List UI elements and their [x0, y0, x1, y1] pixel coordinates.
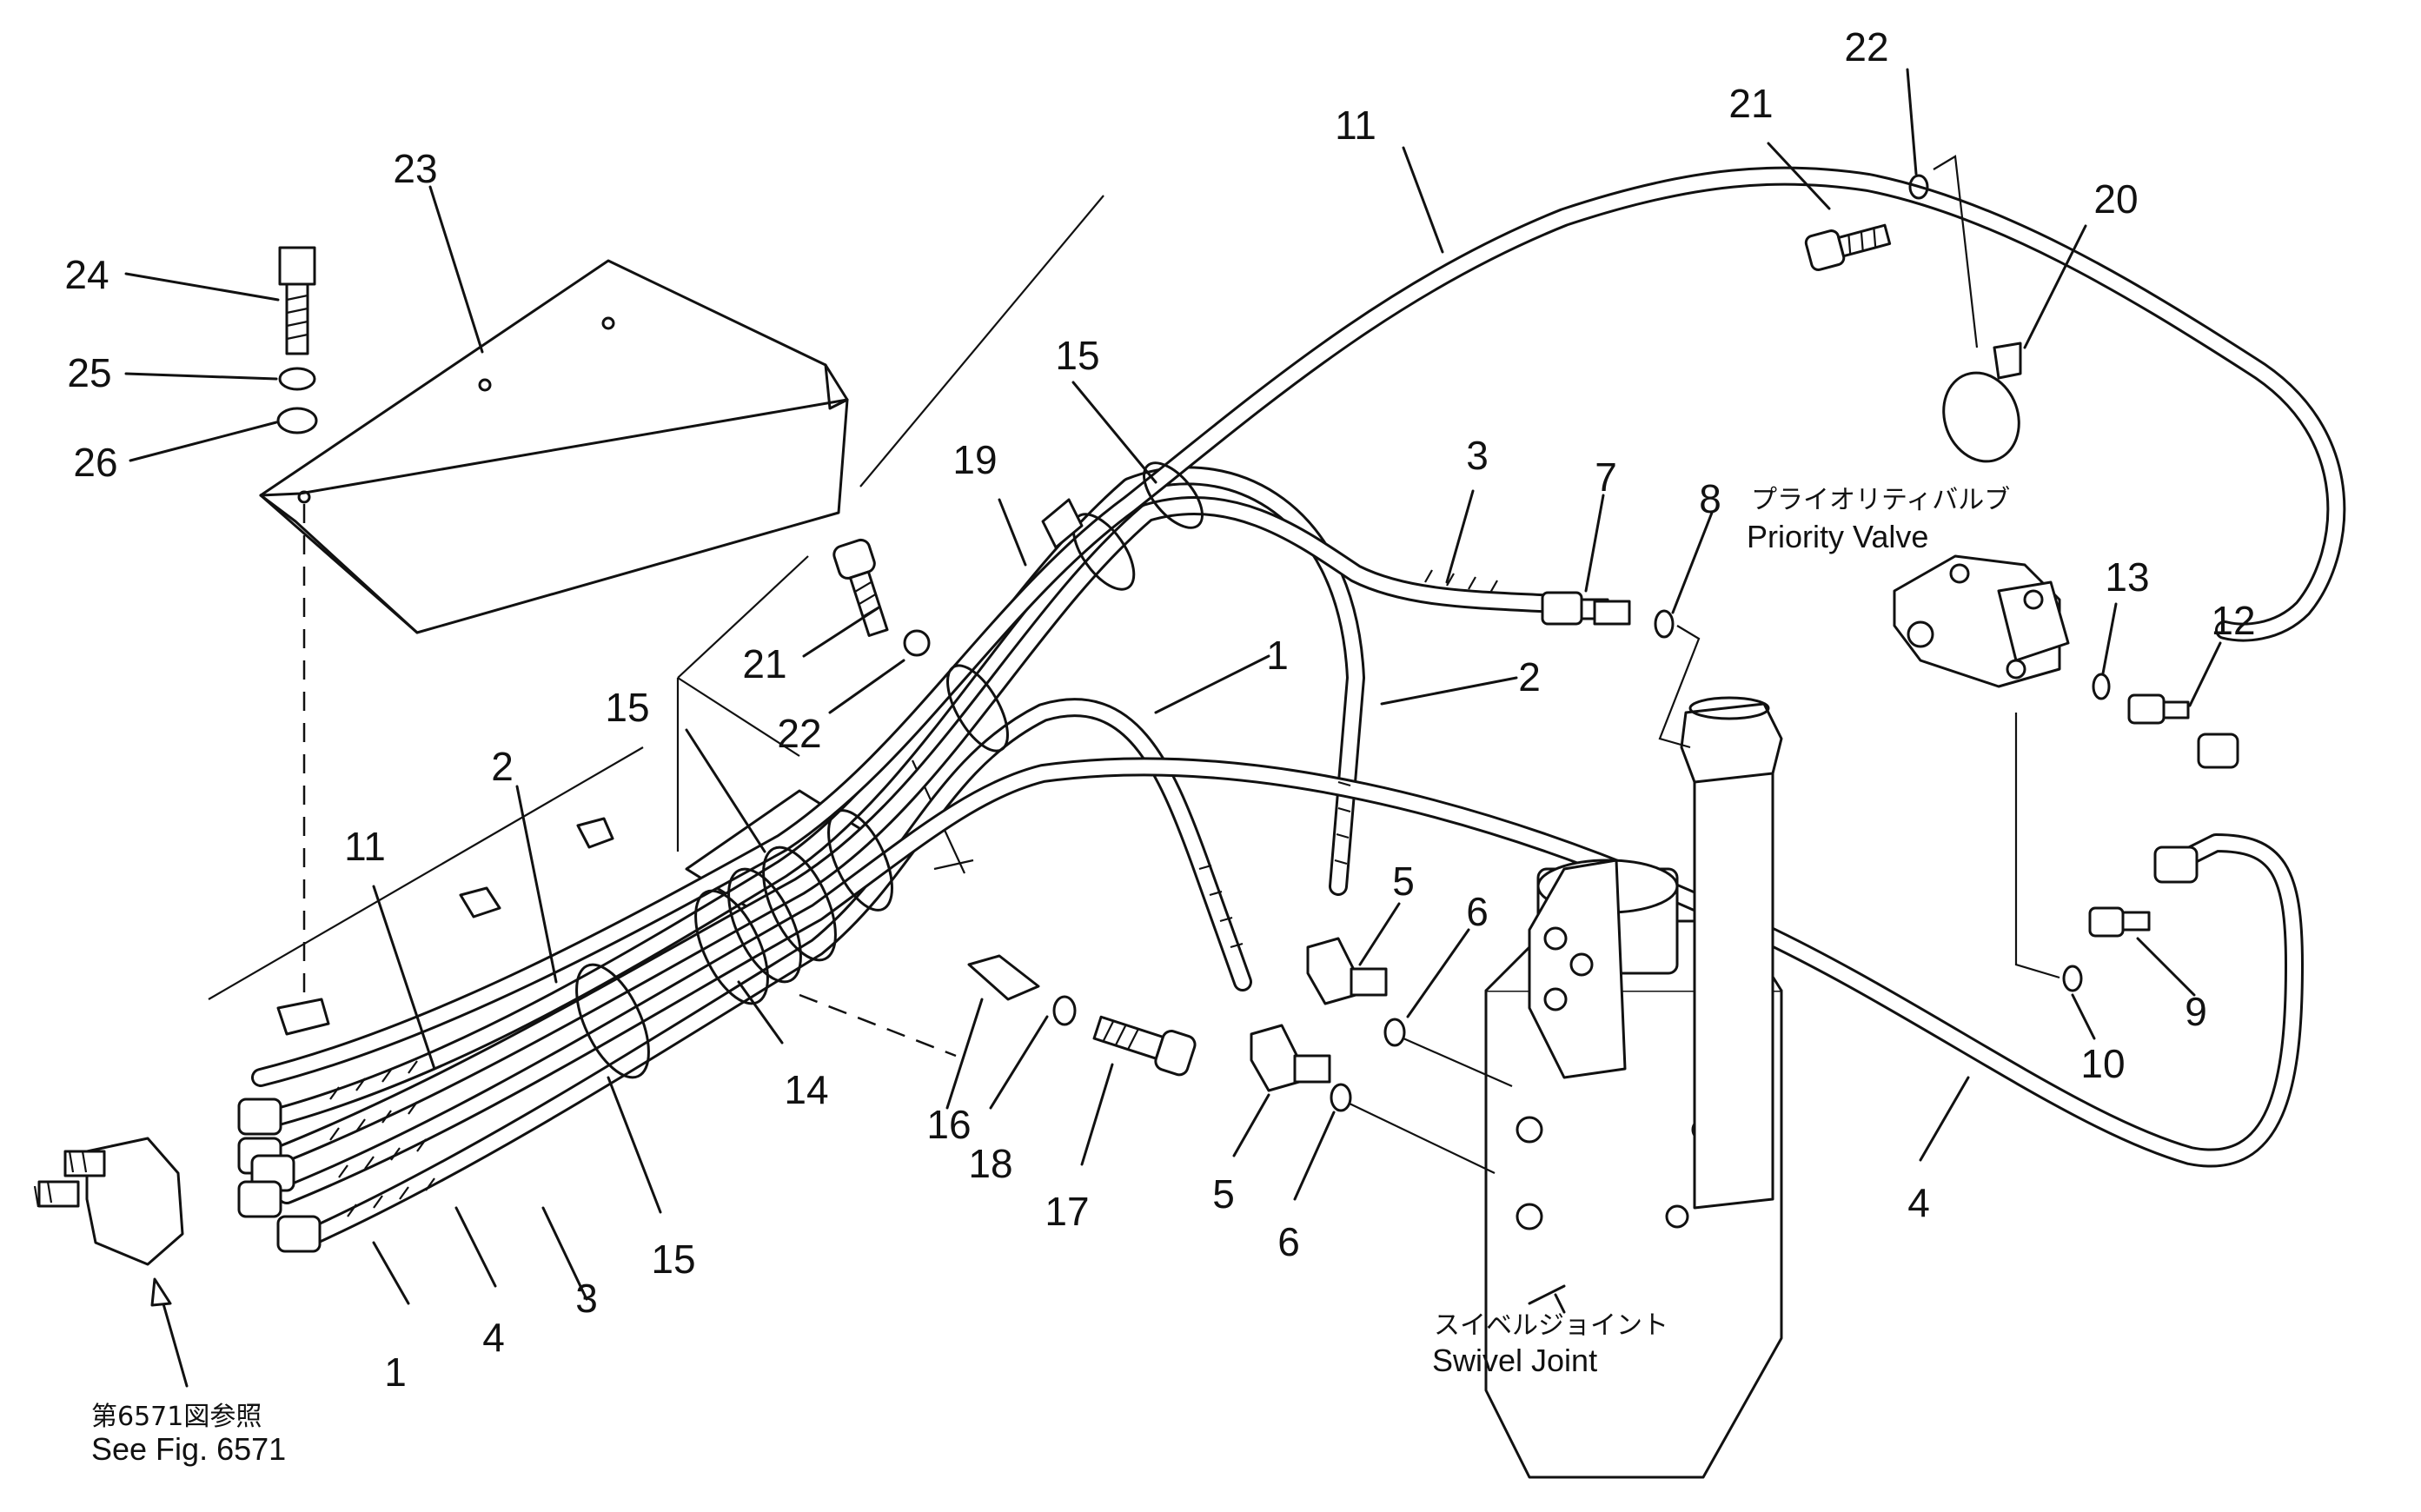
- callout-11: 11: [344, 824, 386, 869]
- callout-1: 1: [384, 1350, 407, 1395]
- callout-11: 11: [1335, 103, 1376, 148]
- callout-12: 12: [2211, 598, 2255, 643]
- bracket-nut-left: [276, 998, 330, 1036]
- elbow-connector-5-upper: [1306, 937, 1388, 1005]
- callout-23: 23: [393, 146, 437, 191]
- callout-3: 3: [575, 1276, 598, 1321]
- callout-7: 7: [1595, 454, 1617, 500]
- bracket-16: [967, 954, 1040, 1001]
- bolt-21-upper: [1804, 223, 1892, 271]
- washer-25: [278, 367, 316, 391]
- callout-numbers: 1 1 2 2 3 3 4 4 5 5 6 6 7 8 9 10 11 11 1…: [64, 24, 2255, 1395]
- see-fig-caption-en: See Fig. 6571: [91, 1431, 286, 1467]
- washer-22-lower: [903, 629, 931, 657]
- hose-bundle: [251, 166, 2346, 1243]
- clamp-14: [694, 846, 837, 1005]
- control-valve-block: [33, 1137, 184, 1266]
- clip-nut-1: [459, 886, 501, 918]
- hose-nut-right-lower: [2153, 846, 2199, 884]
- callout-16: 16: [926, 1102, 971, 1147]
- adapter-9: [2088, 906, 2151, 938]
- callout-17: 17: [1045, 1189, 1089, 1234]
- see-fig-arrow: [159, 1293, 189, 1388]
- callout-4: 4: [482, 1315, 505, 1360]
- callout-14: 14: [784, 1067, 828, 1112]
- bolt-24: [278, 246, 316, 355]
- priority-valve-caption-jp: プライオリティバルブ: [1751, 485, 2010, 515]
- bolt-21-lower: [832, 538, 889, 637]
- clamp-15-c: [1143, 461, 1204, 529]
- o-ring-6-lower: [1330, 1083, 1352, 1112]
- callout-5: 5: [1392, 859, 1415, 904]
- swivel-joint-caption-en: Swivel Joint: [1432, 1343, 1597, 1378]
- callout-8: 8: [1699, 476, 1721, 521]
- clamp-20: [1942, 342, 2022, 463]
- hose-end-fittings-left: [237, 1098, 322, 1253]
- hose-nut-right-upper: [2197, 733, 2239, 769]
- callout-4: 4: [1907, 1180, 1930, 1225]
- callout-21: 21: [742, 641, 786, 686]
- leader-lines: [124, 68, 2222, 1305]
- callout-3: 3: [1466, 433, 1489, 478]
- callout-5: 5: [1212, 1171, 1235, 1217]
- callout-15: 15: [651, 1237, 695, 1282]
- priority-valve-caption-en: Priority Valve: [1747, 519, 1928, 554]
- callout-1: 1: [1266, 633, 1289, 678]
- o-ring-10: [2062, 965, 2083, 992]
- priority-valve: [1893, 554, 2070, 688]
- o-ring-6-upper: [1383, 1018, 1406, 1047]
- callout-24: 24: [64, 252, 109, 297]
- callout-25: 25: [67, 350, 111, 395]
- o-ring-13: [2092, 673, 2111, 700]
- callout-15: 15: [605, 685, 649, 730]
- cover-plate: [259, 259, 849, 634]
- callout-26: 26: [73, 440, 117, 485]
- callout-13: 13: [2105, 554, 2149, 600]
- washer-26: [276, 407, 318, 434]
- clip-nut-2: [576, 817, 614, 849]
- clamp-15-b: [827, 809, 893, 912]
- bolt-17: [1092, 1015, 1197, 1077]
- captions: プライオリティバルブ Priority Valve スイベルジョイント Swiv…: [91, 485, 2010, 1467]
- callout-6: 6: [1277, 1219, 1300, 1264]
- callout-6: 6: [1466, 889, 1489, 934]
- clamp-15-a: [575, 963, 650, 1079]
- callout-19: 19: [952, 437, 997, 482]
- washer-22-upper: [1908, 174, 1929, 200]
- swivel-joint: [1484, 696, 1783, 1479]
- clamp-19: [946, 498, 1136, 753]
- callout-22: 22: [777, 711, 821, 756]
- washer-18: [1052, 995, 1077, 1026]
- callout-15: 15: [1055, 333, 1099, 378]
- callout-22: 22: [1844, 24, 1888, 70]
- callout-2: 2: [491, 744, 514, 789]
- callout-10: 10: [2080, 1041, 2125, 1086]
- elbow-connector-5-lower: [1250, 1024, 1331, 1092]
- callout-2: 2: [1518, 654, 1541, 700]
- callout-9: 9: [2185, 989, 2207, 1034]
- see-fig-caption-jp: 第6571図参照: [91, 1402, 262, 1432]
- callout-21: 21: [1728, 81, 1773, 126]
- swivel-joint-caption-jp: スイベルジョイント: [1434, 1310, 1668, 1341]
- adapter-7: [1541, 591, 1631, 626]
- adapter-12: [2127, 693, 2190, 725]
- callout-18: 18: [968, 1141, 1012, 1186]
- o-ring-8: [1654, 609, 1675, 639]
- callout-20: 20: [2093, 176, 2138, 222]
